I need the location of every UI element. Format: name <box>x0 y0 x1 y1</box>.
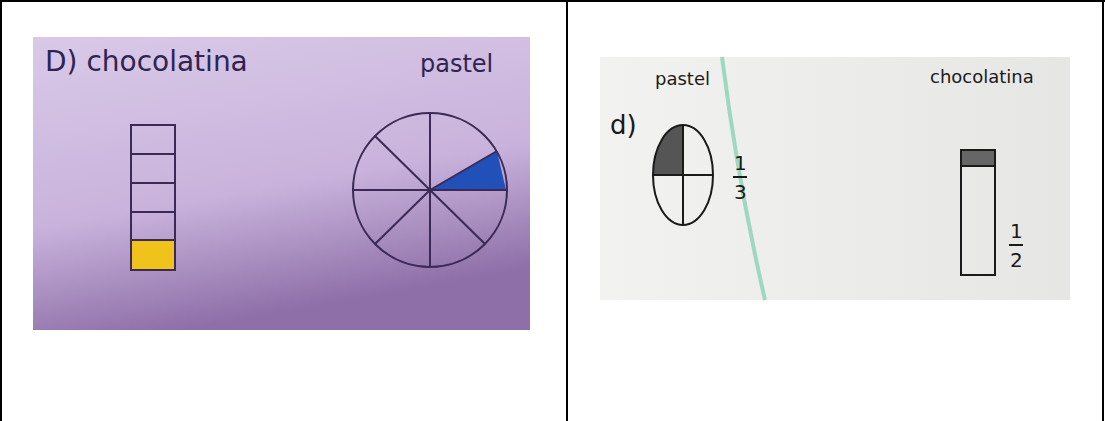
fraction-bar <box>1009 244 1023 246</box>
table-border <box>1102 0 1104 421</box>
figure-heading: chocolatina <box>930 68 1034 86</box>
fraction-numerator: 1 <box>1010 221 1023 241</box>
fraction-denominator: 2 <box>1010 250 1023 270</box>
table-border <box>566 0 568 421</box>
table-border <box>0 0 2 421</box>
circle-figure <box>353 113 507 267</box>
bar-figure <box>961 150 995 275</box>
item-heading: d) <box>610 112 637 138</box>
table-border <box>0 0 1105 2</box>
paper-photo <box>600 57 1070 300</box>
fraction-bar <box>733 176 747 178</box>
item-heading: D) chocolatina <box>45 48 248 76</box>
paper-mark <box>722 57 765 300</box>
bar-figure <box>131 125 175 270</box>
fraction-numerator: 1 <box>734 153 747 173</box>
figure-heading: pastel <box>655 70 710 88</box>
fraction-denominator: 3 <box>734 182 747 202</box>
circle-figure <box>653 125 713 225</box>
paper-photo <box>33 37 530 330</box>
figure-heading: pastel <box>420 52 493 76</box>
